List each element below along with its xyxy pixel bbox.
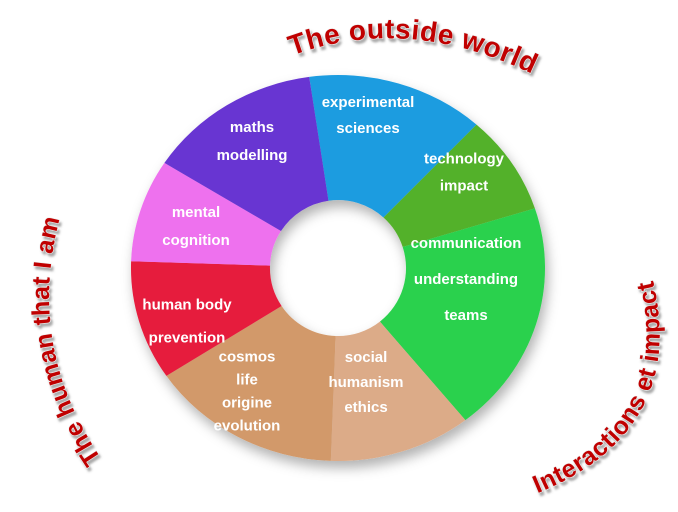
segment-experimental-sciences [309, 75, 477, 218]
segment-social-humanism-ethics [330, 321, 466, 462]
donut-segments [130, 75, 546, 462]
segment-communication-understanding-teams [379, 208, 546, 421]
outer-label-interactions-et-impact: Interactions et impact [529, 278, 666, 499]
outer-label-the-outside-world: The outside world [284, 13, 543, 79]
segment-technology-impact [383, 124, 535, 247]
segment-maths-modelling [164, 76, 329, 232]
segment-mental-cognition [131, 162, 281, 266]
segment-cosmos-life-origine-evolution [166, 306, 336, 461]
outer-label-the-human-that-i-am: The human that I am [27, 213, 107, 471]
segment-human-body-prevention [130, 261, 282, 376]
